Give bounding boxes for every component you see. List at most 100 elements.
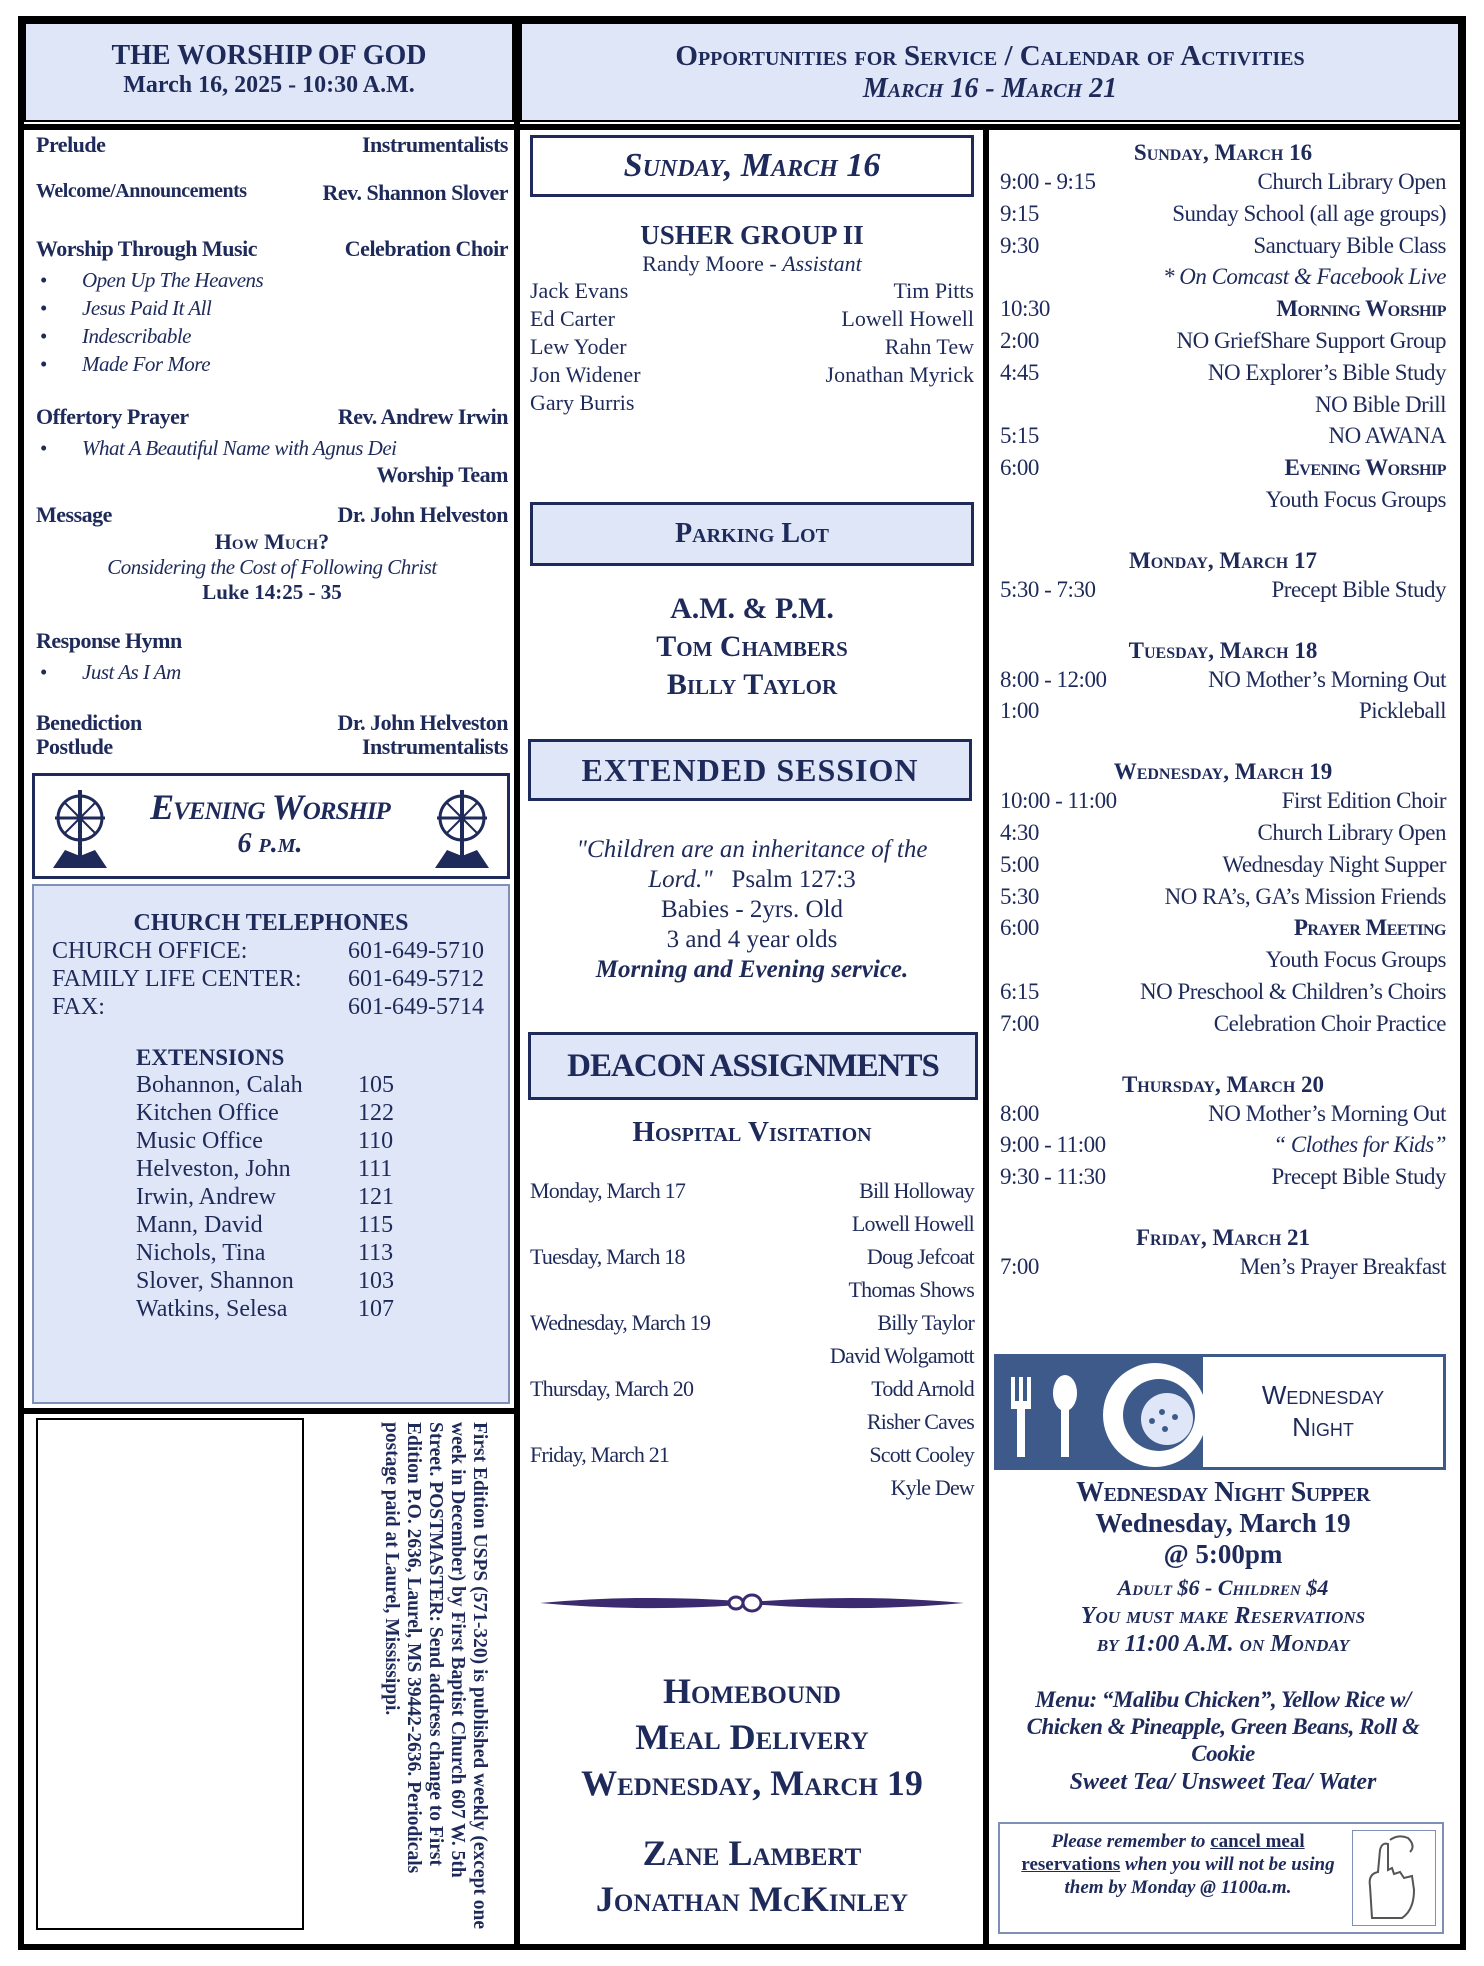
evening-worship-title: Evening Worship (150, 787, 391, 827)
calendar-day-heading: Thursday, March 20 (1121, 1071, 1325, 1097)
event-time (1000, 944, 1120, 976)
homebound-title: Homebound (662, 1671, 841, 1711)
deacon-name: Risher Caves (866, 1409, 975, 1434)
sunday-title: Sunday, March 16 (623, 147, 881, 184)
event-time: 9:15 (1000, 200, 1039, 226)
calendar-title: Opportunities for Service / Calendar of … (675, 40, 1305, 72)
event-time: 8:00 - 12:00 (1000, 666, 1107, 692)
event-description: Precept Bible Study (1271, 1164, 1447, 1190)
parking-lot-box: Parking Lot (530, 502, 974, 566)
supper-drinks: Sweet Tea/ Unsweet Tea/ Water (1069, 1769, 1377, 1795)
calendar-day-heading: Tuesday, March 18 (1128, 637, 1318, 663)
usher-name: Rahn Tew (884, 334, 974, 359)
calendar-day-heading: Monday, March 17 (1129, 547, 1317, 573)
banner-graphic (997, 1357, 1207, 1467)
divider (983, 124, 989, 1950)
usher-assistant-role: Assistant (782, 251, 862, 276)
phone-number: 601-649-5714 (348, 994, 484, 1020)
event-time (1000, 484, 1120, 516)
phone-label: FAMILY LIFE CENTER: (52, 966, 302, 992)
visitation-row: Thomas Shows (530, 1273, 975, 1306)
event-time: 4:45 (1000, 359, 1039, 385)
cross-icon (435, 790, 489, 868)
event-time: 1:00 (1000, 698, 1039, 724)
worship-date: March 16, 2025 - 10:30 A.M. (123, 72, 415, 98)
visit-day: Friday, March 21 (530, 1442, 670, 1467)
decorative-divider (540, 1593, 964, 1613)
evening-worship-banner: Evening Worship 6 p.m. (32, 773, 510, 879)
wednesday-night-banner: Wednesday Night (994, 1354, 1446, 1470)
event-description: Church Library Open (1257, 819, 1447, 845)
mailing-label-area (36, 1418, 304, 1930)
phone-number: 601-649-5710 (348, 938, 484, 964)
worship-header: THE WORSHIP OF GOD March 16, 2025 - 10:3… (24, 22, 514, 122)
item-leader: Instrumentalists (361, 132, 509, 157)
item-leader: Dr. John Helveston (337, 710, 509, 735)
event-description: Church Library Open (1257, 169, 1447, 194)
scripture-reference: Psalm 127:3 (731, 866, 856, 893)
event-description: Evening Worship (1284, 455, 1446, 481)
calendar-day-heading: Friday, March 21 (1135, 1224, 1311, 1250)
calendar-day-heading: Wednesday, March 19 (1113, 759, 1333, 785)
extension-number: 121 (358, 1184, 394, 1210)
phone-label: CHURCH OFFICE: (52, 938, 248, 964)
postal-statement: First Edition USPS (571-320) is publishe… (381, 1422, 490, 1930)
event-description: Men’s Prayer Breakfast (1239, 1253, 1447, 1279)
item-label: Offertory Prayer (36, 404, 189, 429)
item-leader: Worship Team (376, 462, 508, 487)
song-item: Indescribable (36, 322, 508, 350)
usher-name: Gary Burris (530, 390, 635, 415)
telephones-title: CHURCH TELEPHONES (133, 910, 409, 936)
calendar-event: NO Bible Drill (1000, 389, 1447, 421)
extension-number: 111 (358, 1156, 393, 1182)
event-description: NO Bible Drill (1315, 391, 1447, 417)
event-description: NO Mother’s Morning Out (1208, 666, 1446, 692)
extended-session-box: EXTENDED SESSION (528, 739, 972, 801)
event-description: NO Mother’s Morning Out (1208, 1100, 1446, 1126)
parking-time: A.M. & P.M. (670, 592, 834, 625)
event-description: NO RA’s, GA’s Mission Friends (1164, 883, 1447, 909)
response-song: Just As I Am (36, 658, 508, 686)
sunday-box: Sunday, March 16 (530, 135, 974, 197)
usher-group-title: USHER GROUP II (640, 220, 864, 250)
extension-name: Mann, David (136, 1212, 263, 1238)
event-time: 7:00 (1000, 1010, 1039, 1036)
postal-statement-wrap: First Edition USPS (571-320) is publishe… (320, 1422, 490, 1932)
calendar-event: 8:00 NO Mother’s Morning Out (1000, 1098, 1446, 1130)
item-label: Message (36, 502, 112, 527)
extension-name: Helveston, John (136, 1156, 291, 1182)
extension-number: 113 (358, 1240, 394, 1266)
usher-name: Ed Carter (530, 306, 615, 331)
event-description: Precept Bible Study (1271, 576, 1447, 602)
usher-section: USHER GROUP II Randy Moore - Assistant J… (530, 220, 974, 417)
scripture-reference: Luke 14:25 - 35 (202, 580, 342, 604)
calendar-date-range: March 16 - March 21 (862, 73, 1118, 104)
extension-number: 107 (358, 1296, 394, 1322)
usher-row: Gary Burris (530, 389, 974, 417)
reminder-text: when you will not be using them by Monda… (1064, 1854, 1335, 1898)
event-description: Wednesday Night Supper (1222, 851, 1447, 877)
event-time: 7:00 (1000, 1253, 1039, 1279)
extension-number: 103 (358, 1268, 394, 1294)
event-time: 8:00 (1000, 1100, 1039, 1126)
song-list: Open Up The Heavens Jesus Paid It All In… (36, 266, 508, 378)
song-item: Jesus Paid It All (36, 294, 508, 322)
parking-name: Tom Chambers (656, 630, 848, 663)
usher-name: Jonathan Myrick (825, 362, 974, 387)
event-description: Morning Worship (1276, 296, 1446, 322)
